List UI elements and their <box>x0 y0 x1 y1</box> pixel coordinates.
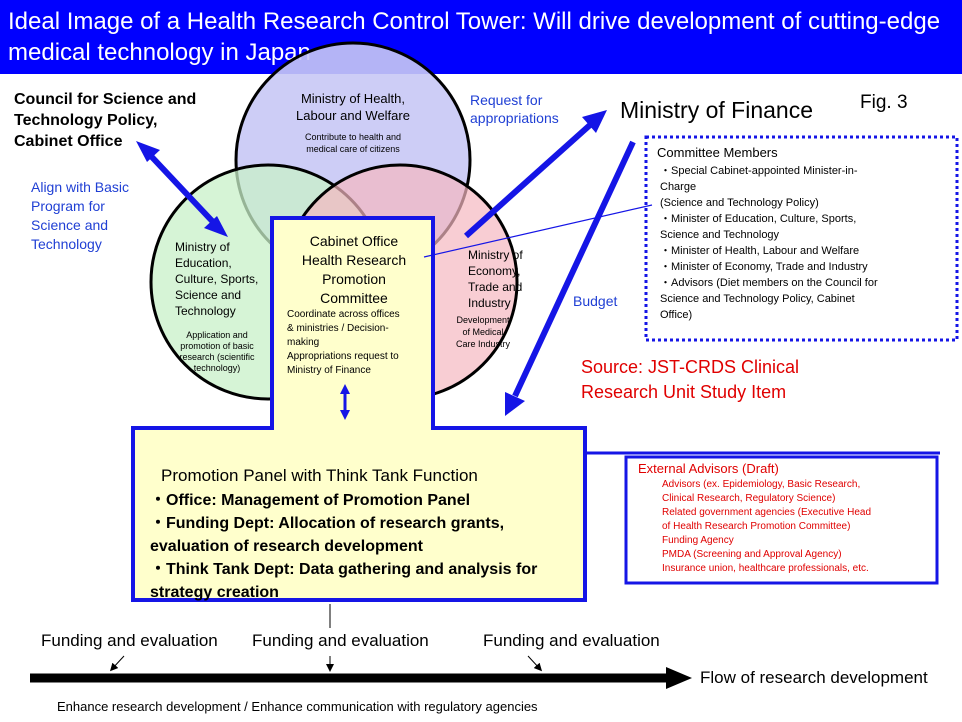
external-box <box>624 455 939 585</box>
request-arrow <box>463 110 607 239</box>
meti-name: Ministry of Economy, Trade and Industry <box>468 248 523 310</box>
committee-box <box>644 135 959 342</box>
request-label: Request for appropriations <box>470 92 559 126</box>
panel-list: ・Office: Management of Promotion Panel ・… <box>150 489 580 604</box>
funding-line-1 <box>109 655 125 672</box>
mext-name: Ministry of Education, Culture, Sports, … <box>175 240 259 318</box>
funding-label-2: Funding and evaluation <box>252 631 429 650</box>
align-arrow <box>136 141 228 237</box>
budget-label: Budget <box>573 293 618 309</box>
cabinet-desc: Coordinate across offices & ministries /… <box>287 309 400 376</box>
panel-item: ・Office: Management of Promotion Panel <box>150 492 471 509</box>
source-note: Source: JST-CRDS Clinical Research Unit … <box>581 357 800 402</box>
title-bar <box>0 0 962 74</box>
committee-heading: Committee Members <box>657 145 778 160</box>
committee-list: ・Special Cabinet-appointed Minister-in- … <box>660 163 952 323</box>
external-item: Advisors (ex. Epidemiology, Basic Resear… <box>662 479 861 504</box>
flow-label: Flow of research development <box>700 668 928 687</box>
meti-desc: Development of Medical Care Industry <box>455 315 511 349</box>
fig-label: Fig. 3 <box>860 92 908 113</box>
committee-connector <box>423 204 653 258</box>
external-item: Related government agencies (Executive H… <box>662 507 872 532</box>
budget-arrow <box>505 140 636 416</box>
cabinet-panel-arrow <box>340 384 350 420</box>
cabinet-name: Cabinet Office Health Research Promotion… <box>301 233 407 306</box>
committee-item: ・Minister of Health, Labour and Welfare <box>660 245 860 257</box>
bottom-caption: Enhance research development / Enhance c… <box>57 699 538 714</box>
mhlw-desc: Contribute to health and medical care of… <box>304 132 402 154</box>
panel-title: Promotion Panel with Think Tank Function <box>161 466 478 485</box>
committee-item: ・Minister of Economy, Trade and Industry <box>660 261 868 273</box>
funding-label-3: Funding and evaluation <box>483 631 660 650</box>
external-item: Insurance union, healthcare professional… <box>662 563 869 574</box>
committee-item: ・Minister of Education, Culture, Sports,… <box>660 213 857 241</box>
align-label: Align with Basic Program for Science and… <box>31 179 130 252</box>
mhlw-name: Ministry of Health, Labour and Welfare <box>296 91 410 123</box>
funding-label-1: Funding and evaluation <box>41 631 218 650</box>
external-item: PMDA (Screening and Approval Agency) <box>662 549 842 560</box>
flow-arrow <box>30 667 692 689</box>
panel-item: ・Think Tank Dept: Data gathering and ana… <box>150 561 538 601</box>
panel-shape <box>131 216 587 602</box>
committee-item: ・Advisors (Diet members on the Council f… <box>660 277 878 321</box>
committee-item: ・Special Cabinet-appointed Minister-in- … <box>660 165 858 209</box>
external-list: Advisors (ex. Epidemiology, Basic Resear… <box>662 478 934 576</box>
funding-line-3 <box>527 655 543 672</box>
page-title: Ideal Image of a Health Research Control… <box>8 8 941 66</box>
panel-item: ・Funding Dept: Allocation of research gr… <box>150 515 505 555</box>
mext-desc: Application and promotion of basic resea… <box>179 330 255 373</box>
external-heading: External Advisors (Draft) <box>638 461 779 476</box>
external-item: Funding Agency <box>662 535 734 546</box>
finance-label: Ministry of Finance <box>620 97 814 123</box>
council-label: Council for Science and Technology Polic… <box>14 91 197 150</box>
